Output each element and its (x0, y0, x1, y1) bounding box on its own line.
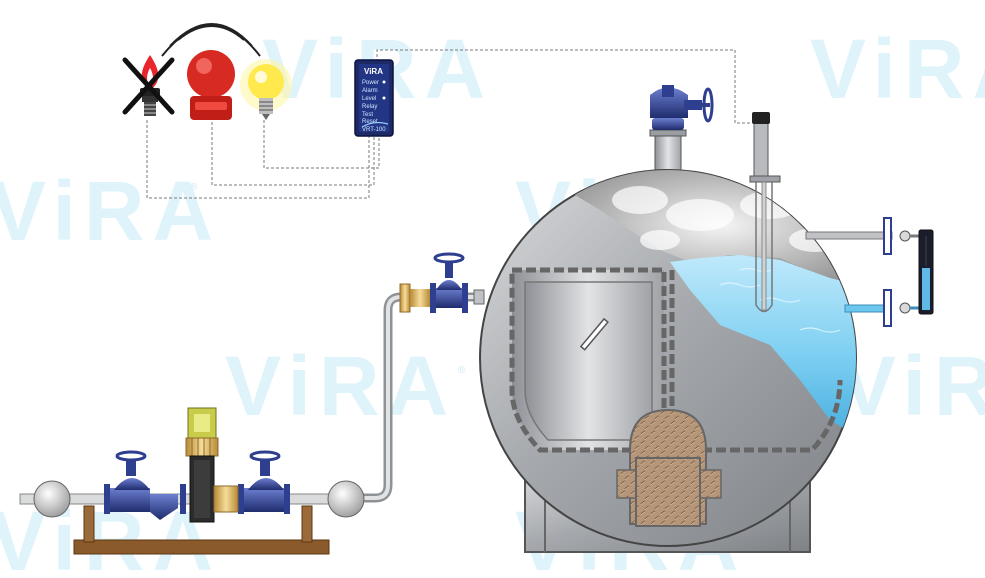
light-bulb-icon (240, 59, 292, 120)
watermark-text: ViRA (225, 339, 456, 433)
controller-brand: ViRA (364, 67, 383, 76)
registered-mark: ® (458, 365, 466, 376)
gate-valve-icon (650, 85, 714, 130)
controller-footer: VRT-100 (362, 127, 386, 133)
level-probe-icon (749, 112, 781, 313)
signal-wiring (146, 49, 752, 199)
controller-row: Reset (362, 119, 378, 125)
watermark-text: ViRA (840, 339, 985, 433)
feed-pipe (345, 289, 485, 503)
level-controller-icon: ViRA Power Alarm Level Relay Test Reset … (354, 59, 394, 137)
watermark-text: ViRA (0, 164, 221, 258)
controller-row: Test (362, 112, 373, 118)
gate-valve-icon (244, 450, 284, 512)
pump-piping (19, 480, 365, 518)
gate-valve-icon (399, 252, 468, 313)
flame-cutoff-icon (122, 55, 175, 116)
manhole-icon (616, 408, 722, 527)
gate-valve-icon (110, 450, 178, 520)
led-indicator (382, 96, 386, 100)
controller-row: Alarm (362, 88, 378, 94)
led-indicator (382, 80, 386, 84)
alarm-bell-icon (161, 23, 261, 120)
watermark-text: ViRA (810, 22, 985, 116)
controller-row: Level (362, 96, 376, 102)
controller-row: Relay (362, 104, 377, 110)
pump-skid (73, 505, 330, 555)
pump-icon (185, 407, 239, 523)
controller-row: Power (362, 80, 379, 86)
registered-mark: ® (190, 182, 198, 193)
sight-glass-icon (805, 217, 934, 327)
